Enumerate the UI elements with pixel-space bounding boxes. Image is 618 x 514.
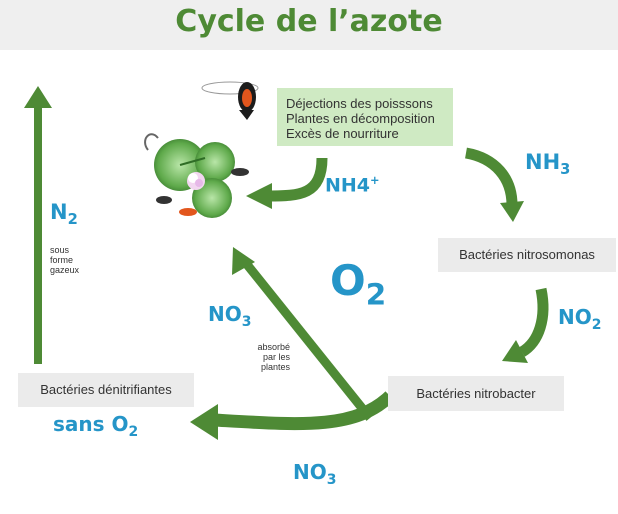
- n2-label: N2: [50, 200, 78, 229]
- nitrate-arrow-to-denitrification: [190, 391, 395, 440]
- nitrobacter-box: Bactéries nitrobacter: [388, 376, 564, 411]
- page-title: Cycle de l’azote: [175, 4, 443, 39]
- oxygen-label: O2: [330, 256, 387, 312]
- title-bar: [0, 0, 618, 50]
- no3-bottom-label: NO3: [293, 460, 337, 488]
- denitrifying-box: Bactéries dénitrifiantes: [18, 373, 194, 407]
- no3-absorbed-label: NO3: [208, 302, 252, 330]
- pond-illustration: [144, 81, 259, 218]
- nh3-label: NH3: [525, 150, 571, 179]
- source-excess-food: Excès de nourriture: [286, 126, 399, 141]
- no2-label: NO2: [558, 305, 602, 333]
- ammonium-arrow: [246, 157, 328, 209]
- koi-fish-icon: [201, 81, 259, 120]
- n2-gas-note: sous forme gazeux: [50, 245, 80, 275]
- nh4-label: NH4+: [325, 173, 380, 197]
- nitrite-arrow: [502, 287, 549, 363]
- without-oxygen-label: sans O2: [53, 412, 139, 440]
- waste-sources-box: Déjections des poisssons Plantes en déco…: [277, 88, 453, 146]
- source-fish-waste: Déjections des poisssons: [286, 96, 433, 111]
- n2-release-arrow: [24, 86, 52, 364]
- lotus-flower-icon: [187, 172, 205, 190]
- ammonia-arrow: [464, 147, 524, 222]
- absorbed-by-plants-note: absorbé par les plantes: [257, 342, 290, 372]
- nitrate-arrow-to-plants: [232, 247, 374, 421]
- nitrosomonas-box: Bactéries nitrosomonas: [438, 238, 616, 272]
- source-decomposing-plants: Plantes en décomposition: [286, 111, 435, 126]
